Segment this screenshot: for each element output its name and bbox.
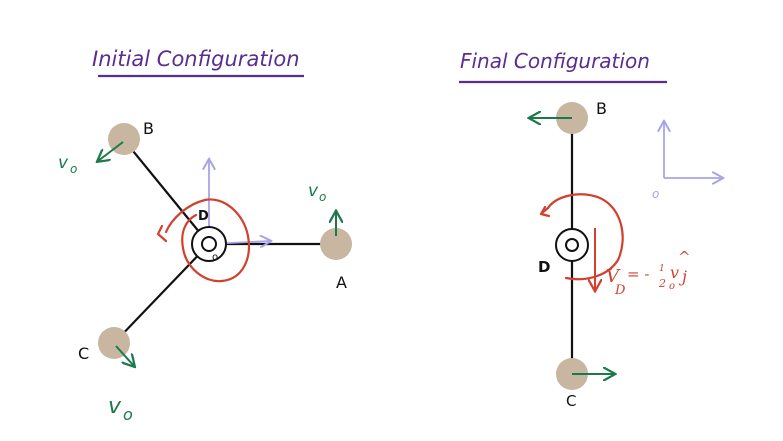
rotation-arrow-head-final <box>539 205 551 218</box>
reference-axes: o <box>652 122 722 201</box>
initial-config-title: Initial Configuration <box>92 47 300 71</box>
initial-configuration: B A C D o v o v o v o <box>58 119 352 424</box>
label-b-final: B <box>596 99 607 118</box>
label-b: B <box>143 119 154 138</box>
rotation-arrow-head <box>156 224 168 243</box>
ball-c <box>98 327 130 359</box>
expr-eq: = - <box>627 265 649 283</box>
final-title-group: Final Configuration <box>459 49 667 84</box>
rod-b <box>123 139 210 245</box>
expr-v0: v <box>670 263 679 282</box>
label-a: A <box>336 273 347 292</box>
velocity-label-left: v o <box>58 153 77 176</box>
velocity-label-bottom: v o <box>108 394 133 424</box>
expr-hat: ^ <box>678 248 691 266</box>
expr-frac-den: 2 <box>658 277 666 290</box>
velocity-arrow-b <box>98 141 124 161</box>
initial-title-group: Initial Configuration <box>92 47 304 78</box>
label-d: D <box>198 209 209 224</box>
velocity-label-top-v: v <box>308 181 319 201</box>
velocity-label-bottom-v: v <box>108 394 122 419</box>
rotation-arrow-path <box>164 198 250 283</box>
velocity-arrow-c <box>115 345 134 366</box>
expr-unit: j <box>679 267 687 286</box>
final-configuration: B C D V D = - 1 2 v o j ^ o <box>530 99 722 410</box>
label-c-final: C <box>566 392 576 410</box>
velocity-expression: V D = - 1 2 v o j ^ <box>606 248 691 298</box>
velocity-label-top: v o <box>308 181 326 204</box>
velocity-label-left-v: v <box>58 153 69 173</box>
velocity-label-bottom-sub: o <box>123 405 133 424</box>
expr-v: V <box>606 266 621 287</box>
ball-a <box>320 228 352 260</box>
label-origin: o <box>212 252 218 263</box>
expr-sub: D <box>614 283 626 298</box>
label-d-final: D <box>538 258 550 276</box>
label-c: C <box>78 344 89 363</box>
final-config-title: Final Configuration <box>460 49 650 73</box>
expr-frac-num: 1 <box>659 264 665 274</box>
expr-v0-sub: o <box>669 281 675 292</box>
rod-c <box>113 243 210 344</box>
ref-axis-origin: o <box>652 187 659 201</box>
velocity-label-top-sub: o <box>319 190 326 204</box>
pivot-inner-final <box>565 238 579 252</box>
rotation-arrow-path-final <box>546 193 624 281</box>
pivot-inner <box>201 236 217 252</box>
velocity-label-left-sub: o <box>70 162 77 176</box>
